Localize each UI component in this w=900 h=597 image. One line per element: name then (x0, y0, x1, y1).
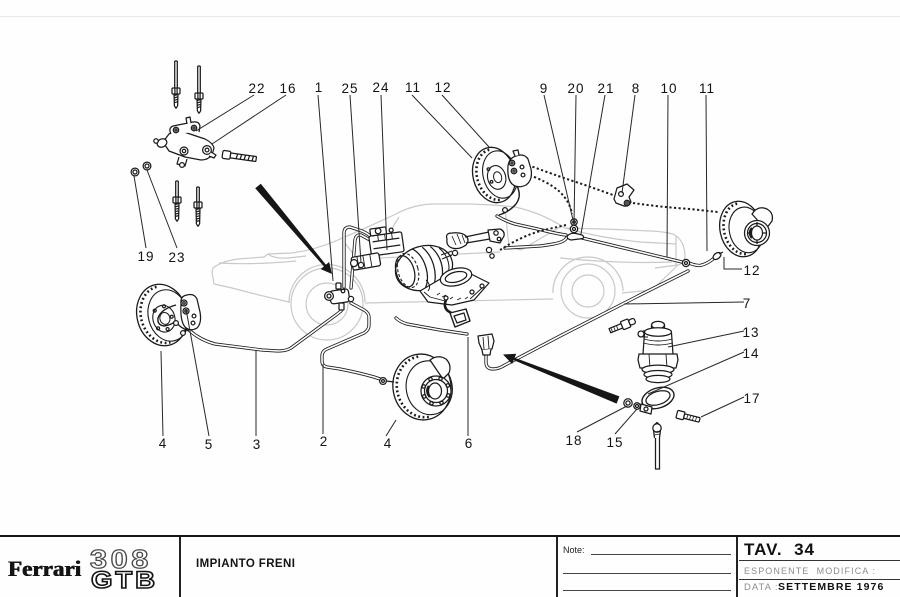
svg-text:10: 10 (660, 81, 677, 96)
svg-text:25: 25 (341, 81, 358, 96)
svg-text:18: 18 (565, 433, 582, 448)
svg-text:7: 7 (743, 296, 752, 311)
svg-text:9: 9 (540, 81, 549, 96)
svg-text:23: 23 (168, 250, 185, 265)
svg-text:5: 5 (205, 437, 214, 452)
svg-text:16: 16 (279, 81, 296, 96)
svg-text:11: 11 (699, 81, 715, 96)
svg-text:2: 2 (320, 434, 329, 449)
svg-text:19: 19 (137, 249, 154, 264)
svg-text:15: 15 (606, 435, 623, 450)
svg-text:20: 20 (567, 81, 584, 96)
svg-text:3: 3 (253, 437, 262, 452)
svg-text:8: 8 (632, 81, 641, 96)
svg-text:14: 14 (742, 346, 759, 361)
svg-text:12: 12 (743, 263, 760, 278)
svg-text:6: 6 (465, 436, 474, 451)
svg-text:17: 17 (743, 391, 760, 406)
svg-text:1: 1 (315, 80, 324, 95)
svg-text:12: 12 (434, 80, 451, 95)
svg-text:4: 4 (384, 436, 393, 451)
svg-text:4: 4 (159, 436, 168, 451)
svg-text:11: 11 (405, 80, 421, 95)
svg-text:21: 21 (597, 81, 614, 96)
svg-text:13: 13 (742, 325, 759, 340)
svg-text:24: 24 (372, 80, 389, 95)
svg-text:22: 22 (248, 81, 265, 96)
